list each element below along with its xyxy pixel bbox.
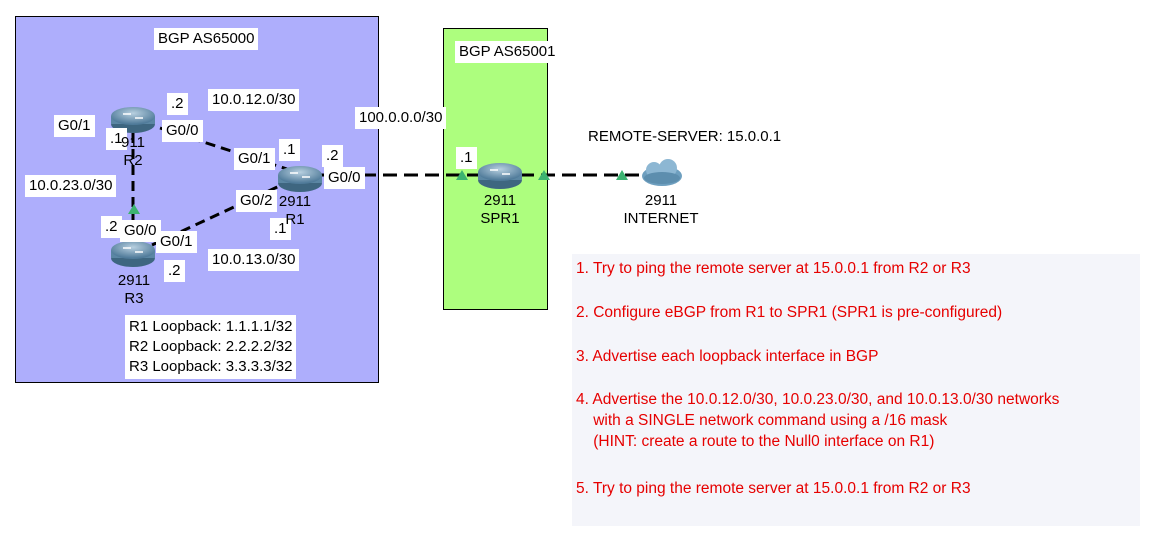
r1-dot1-top-label: .1 xyxy=(279,139,300,161)
spr1-caption[interactable]: 2911 SPR1 xyxy=(480,192,520,227)
r1-dot1-bottom-label: .1 xyxy=(270,218,291,240)
network-10-0-13-label: 10.0.13.0/30 xyxy=(208,249,300,271)
r3-caption[interactable]: 2911 R3 xyxy=(117,272,151,307)
r3-dot2-bottom-label: .2 xyxy=(164,260,185,282)
r3-dot2-left-label: .2 xyxy=(101,216,122,238)
router-icon xyxy=(111,241,155,267)
task-2: 2. Configure eBGP from R1 to SPR1 (SPR1 … xyxy=(576,304,1003,321)
r2-dot1-label: .1 xyxy=(106,128,127,150)
link-up-marker xyxy=(456,170,468,180)
r1-g01-label: G0/1 xyxy=(234,148,275,170)
r3-g01-label: G0/1 xyxy=(156,231,197,253)
r1-g00-label: G0/0 xyxy=(324,167,365,189)
loopback-r2: R2 Loopback: 2.2.2.2/32 xyxy=(129,338,293,355)
remote-server-label: REMOTE-SERVER: 15.0.0.1 xyxy=(584,126,786,148)
loopback-r3: R3 Loopback: 3.3.3.3/32 xyxy=(129,358,293,375)
task-3: 3. Advertise each loopback interface in … xyxy=(576,348,879,365)
r1-caption[interactable]: 2911 R1 xyxy=(278,193,312,228)
r3-g00-label: G0/0 xyxy=(120,220,161,242)
network-100-0-0-label: 100.0.0.0/30 xyxy=(355,107,447,129)
router-icon xyxy=(278,166,322,192)
area-title-as65001: BGP AS65001 xyxy=(455,41,560,63)
network-10-0-12-label: 10.0.12.0/30 xyxy=(208,89,300,111)
link-up-marker xyxy=(128,204,140,214)
r2-g01-label: G0/1 xyxy=(54,115,95,137)
task-1: 1. Try to ping the remote server at 15.0… xyxy=(576,260,971,277)
cloud-icon xyxy=(642,159,682,186)
r2-g00-label: G0/0 xyxy=(162,120,203,142)
r2-caption[interactable]: 911 R2 xyxy=(121,134,145,169)
spr1-dot1-label: .1 xyxy=(456,147,477,169)
loopback-list: R1 Loopback: 1.1.1.1/32 R2 Loopback: 2.2… xyxy=(125,315,297,379)
link-up-marker xyxy=(616,170,628,180)
area-title-as65000: BGP AS65000 xyxy=(154,28,259,50)
task-5: 5. Try to ping the remote server at 15.0… xyxy=(576,480,971,497)
task-list: 1. Try to ping the remote server at 15.0… xyxy=(572,254,1140,526)
r1-dot2-label: .2 xyxy=(322,145,343,167)
r2-dot2-label: .2 xyxy=(167,93,188,115)
network-10-0-23-label: 10.0.23.0/30 xyxy=(25,175,117,197)
loopback-r1: R1 Loopback: 1.1.1.1/32 xyxy=(129,318,293,335)
r1-g02-label: G0/2 xyxy=(236,190,277,212)
link-up-marker xyxy=(538,170,550,180)
task-4: 4. Advertise the 10.0.12.0/30, 10.0.23.0… xyxy=(576,391,1060,450)
internet-caption[interactable]: 2911 INTERNET xyxy=(623,192,699,227)
router-icon xyxy=(478,163,522,189)
